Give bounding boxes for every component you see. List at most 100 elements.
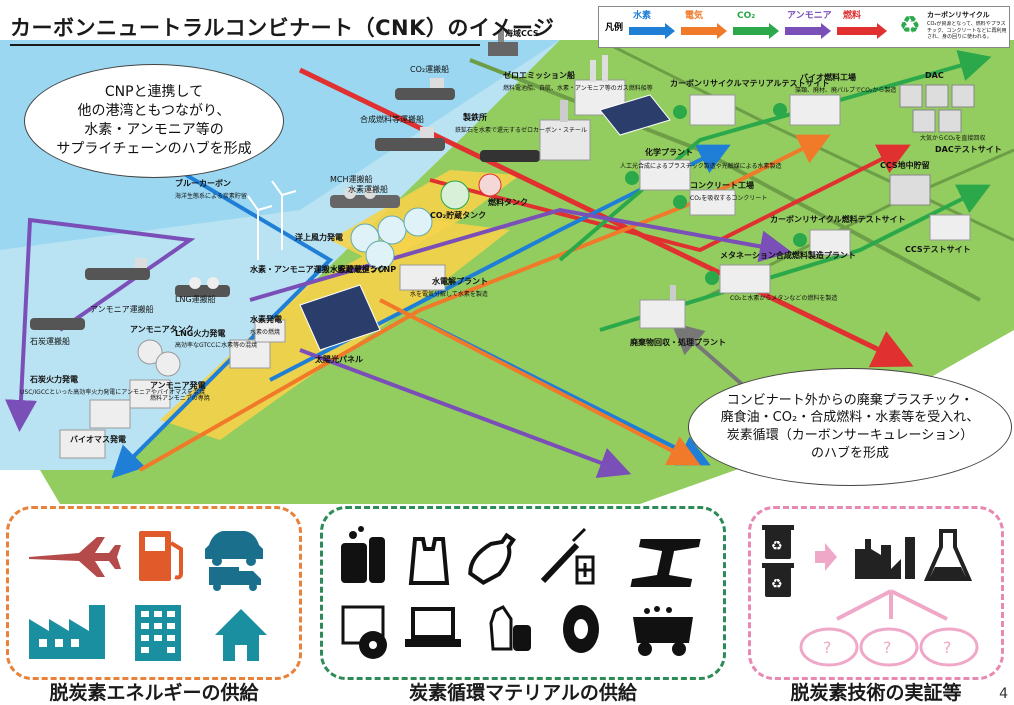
co2-ship-shape [395, 78, 455, 100]
label-wind: 洋上風力発電 [295, 232, 343, 242]
legend-label-elec: 電気 [685, 9, 703, 21]
svg-text:♻: ♻ [771, 577, 783, 592]
flow-fuel-2 [429, 144, 911, 253]
label-chem: 化学プラント [645, 147, 693, 157]
label-cr-material: カーボンリサイクルマテリアルテストサイト [670, 78, 830, 88]
lng-ship-shape [175, 277, 230, 297]
car-truck-icon [205, 531, 263, 591]
flow-nh3-3 [299, 348, 632, 478]
methanation-plant [719, 264, 771, 294]
label-steel-desc: 鉄鉱石を水素で還元するゼロカーボン・スチール [455, 126, 587, 134]
section-demo: ♻♻ ? ? ? [748, 506, 1004, 680]
zero-ship-shape [480, 150, 540, 162]
label-zero-emission: ゼロエミッション船 [503, 70, 575, 80]
callout-left-line-1: CNPと連携して [104, 84, 204, 101]
callout-right-line-2: 廃食油・CO₂・合成燃料・水素等を受入れ、 [720, 410, 980, 426]
question-mark-1: ? [823, 638, 832, 657]
label-dac-desc: 大気からCO₂を直接回収 [920, 134, 985, 142]
label-ammonia-ship: アンモニア運搬船 [90, 304, 154, 314]
section-materials-label: 炭素循環マテリアルの供給 [409, 682, 637, 704]
label-solar: 太陽光パネル [314, 354, 363, 364]
label-lng-power: LNG火力発電 [175, 328, 225, 338]
house-icon [215, 609, 267, 661]
page-number: 4 [999, 686, 1008, 702]
waste-plant [639, 285, 686, 329]
label-dac: DAC [925, 71, 944, 80]
label-zero-emission-desc: 燃料電池船、自航、水素・アンモニア等のガス燃料船等 [503, 84, 653, 92]
label-coal-ship: 石炭運搬船 [30, 336, 70, 346]
legend-swatch-fuel [837, 27, 877, 35]
label-methanation-desc: CO₂と水素からメタンなどの燃料を製造 [730, 294, 837, 302]
label-kaiiki-ccs: 海域CCS [505, 28, 539, 38]
legend-swatch-nh3 [785, 27, 821, 35]
steel-beam-icon [630, 539, 701, 587]
callout-left: CNPと連携して 他の港湾ともつながり、 水素・アンモニア等の サプライチェーン… [24, 64, 284, 178]
syringe-icon [540, 527, 595, 585]
h2-power-plant [254, 319, 286, 343]
detergent-icon [341, 526, 385, 583]
cnk-illustration: 海域CCS CO₂運搬船 合成燃料等運搬船 ゼロエミッション船 燃料電池船、自航… [0, 28, 1014, 504]
label-ammonia-power-desc: 燃料アンモニアの専焼 [150, 394, 210, 402]
svg-text:♻: ♻ [771, 539, 783, 554]
recycle-bin-icon: ♻♻ [762, 525, 794, 597]
question-mark-3: ? [943, 638, 952, 657]
dump-truck-icon [633, 606, 693, 656]
airplane-icon [29, 537, 121, 577]
flow-co2-2 [599, 184, 991, 332]
energy-icons [29, 531, 267, 661]
label-coal-power-desc: USC/IGCCといった高効率火力発電にアンモニアやバイオマスを混焼 [20, 388, 205, 396]
label-biomass: バイオマス発電 [70, 434, 126, 444]
callout-right-line-3: 炭素循環（カーボンサーキュレーション） [726, 428, 974, 443]
cr-material-plant [689, 94, 736, 126]
ammonia-tank-shape [137, 339, 181, 377]
kaiiki-ccs-rig [488, 30, 518, 56]
h2-tanks-shape [350, 207, 433, 270]
callout-left-line-2: 他の港湾ともつながり、 [77, 103, 231, 120]
label-h2-tank: 水素貯蔵タンク [329, 264, 386, 274]
lng-power-plant [229, 339, 271, 369]
label-h2-power: 水素発電 [249, 314, 282, 324]
dac-units [899, 84, 975, 133]
flow-nh3-1 [5, 217, 196, 432]
callout-left-line-4: サプライチェーンのハブを形成 [56, 140, 252, 157]
question-mark-2: ? [883, 638, 892, 657]
legend-swatch-h2 [629, 27, 665, 35]
flask-icon [923, 529, 973, 581]
ccs-test-site [929, 214, 971, 241]
wind-turbines [247, 180, 297, 260]
fuel-ship-shape [375, 127, 445, 151]
label-dac-test: DACテストサイト [935, 145, 1002, 154]
bio-fuel-plant [789, 94, 841, 126]
plastic-bag-icon [408, 537, 450, 585]
section-materials [320, 506, 726, 680]
label-methanation: メタネーション合成燃料製造プラント [720, 250, 856, 260]
label-concrete-desc: CO₂を吸収するコンクリート [690, 195, 767, 202]
coal-power-plant [89, 399, 131, 429]
label-waste: 廃棄物回収・処理プラント [630, 337, 726, 347]
label-concrete: コンクリート工場 [690, 180, 754, 190]
label-ccs-test: CCSテストサイト [905, 245, 971, 254]
label-h2-cnp: 水素・アンモニア運搬・貯蔵を担うCNP [249, 264, 396, 274]
title-underline [10, 44, 480, 46]
ammonia-ship-shape [85, 258, 150, 280]
solar-panels-1 [599, 94, 671, 136]
question-cloud-icon [799, 627, 979, 667]
label-ammonia-tank: アンモニアタンク [130, 324, 194, 334]
label-co2-ship: CO₂運搬船 [410, 64, 449, 74]
label-ammonia-power: アンモニア発電 [150, 380, 206, 390]
label-fuel-tank: 燃料タンク [488, 197, 528, 207]
cd-icon [341, 605, 387, 659]
fuel-pump-icon [139, 531, 183, 581]
mch-ship-shape [330, 187, 400, 208]
label-coal-power: 石炭火力発電 [29, 374, 78, 384]
label-blue-carbon-desc: 海洋生態系による炭素貯留 [175, 192, 247, 200]
cr-fuel-plant [809, 229, 851, 256]
legend-label-fuel: 燃料 [843, 9, 861, 21]
section-demo-label: 脱炭素技術の実証等 [790, 682, 962, 704]
callout-left-line-3: 水素・アンモニア等の [84, 122, 224, 138]
legend-label-nh3: アンモニア [787, 10, 832, 21]
concrete-plant [689, 189, 736, 216]
label-h2-power-desc: 水素の燃焼 [250, 328, 280, 336]
bottle-icon [468, 532, 516, 585]
page-title: カーボンニュートラルコンビナート（CNK）のイメージ [10, 16, 555, 40]
